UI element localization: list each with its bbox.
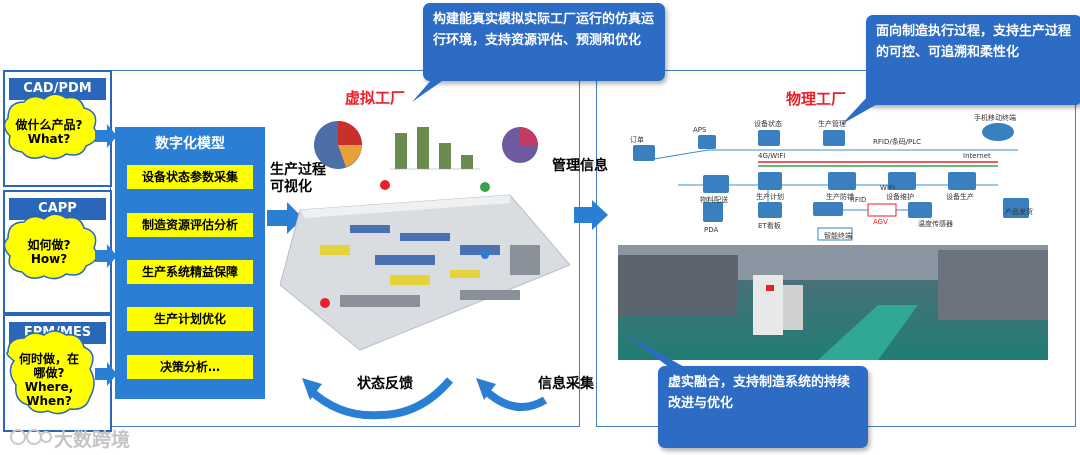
callout-top-center: 构建能真实模拟实际工厂运行的仿真运行环境，支持资源评估、预测和优化 bbox=[423, 3, 665, 81]
panel-title: 数字化模型 bbox=[155, 136, 225, 152]
flow-label: Internet bbox=[963, 152, 991, 160]
flow-label: 手机移动终端 bbox=[974, 113, 1016, 122]
model-item: 制造资源评估分析 bbox=[127, 213, 253, 237]
watermark-text: 大数跨境 bbox=[54, 429, 131, 451]
flow-label: 智能终端 bbox=[824, 231, 852, 240]
input-arrows bbox=[95, 124, 117, 386]
flow-label: 温度传感器 bbox=[918, 219, 953, 228]
flow-label: 设备状态 bbox=[754, 119, 782, 128]
label-management-info: 管理信息 bbox=[552, 158, 608, 174]
callout-top-center-tail bbox=[412, 70, 458, 102]
virtual-factory-image bbox=[280, 121, 570, 351]
flow-label: 设备生产 bbox=[946, 192, 974, 201]
flow-label: 生产管理 bbox=[818, 119, 846, 128]
bubble-where-when: 何时做，在 哪做? Where, When? bbox=[18, 352, 79, 408]
flow-label: 订单 bbox=[630, 135, 644, 144]
flow-label: 4G/WIFI bbox=[758, 152, 785, 160]
box-title: CAD/PDM bbox=[9, 78, 106, 100]
flow-label: PDA bbox=[704, 226, 718, 234]
label-status-feedback: 状态反馈 bbox=[357, 376, 413, 392]
callout-bottom-right: 虚实融合，支持制造系统的持续改进与优化 bbox=[658, 366, 868, 448]
label-visualization: 生产过程 可视化 bbox=[270, 162, 326, 195]
arrow-to-physical bbox=[574, 200, 608, 230]
model-item: 决策分析… bbox=[127, 355, 253, 379]
flow-label: APS bbox=[693, 126, 707, 134]
flow-label: RFID bbox=[850, 196, 866, 204]
box-title: CAPP bbox=[9, 198, 106, 220]
model-item: 生产系统精益保障 bbox=[127, 260, 253, 284]
flow-label: WIFI bbox=[880, 184, 895, 192]
callout-top-right: 面向制造执行过程，支持生产过程的可控、可追溯和柔性化 bbox=[866, 15, 1080, 105]
digital-model-panel: 数字化模型 设备状态参数采集 制造资源评估分析 生产系统精益保障 生产计划优化 … bbox=[115, 127, 265, 399]
physical-factory-photo bbox=[618, 245, 1048, 360]
physical-flow-diagram: 订单 APS 设备状态 生产管理 RFID/条码/PLC 手机移动终端 4G/W… bbox=[618, 110, 1048, 245]
virtual-factory-title: 虚拟工厂 bbox=[345, 89, 406, 107]
watermark-logo-icon bbox=[10, 429, 52, 445]
model-item: 生产计划优化 bbox=[127, 307, 253, 331]
physical-factory-title: 物理工厂 bbox=[786, 90, 847, 108]
flow-label: AGV bbox=[873, 218, 888, 226]
flow-label: RFID/条码/PLC bbox=[873, 137, 921, 146]
callout-bottom-right-tail bbox=[622, 332, 686, 368]
flow-label: 生产计划 bbox=[756, 192, 784, 201]
bubble-what: 做什么产品? What? bbox=[15, 118, 83, 146]
flow-label: 生产防错 bbox=[826, 192, 854, 201]
flow-label: 产品发货 bbox=[1005, 207, 1033, 216]
flow-label: 物料配送 bbox=[700, 195, 728, 204]
label-info-collection: 信息采集 bbox=[538, 376, 594, 392]
flow-label: 设备维护 bbox=[886, 192, 914, 201]
model-item: 设备状态参数采集 bbox=[127, 165, 253, 189]
bubble-how: 如何做? How? bbox=[27, 238, 71, 266]
feedback-arrows bbox=[302, 377, 548, 420]
flow-label: ET看板 bbox=[758, 221, 781, 230]
bubble-shapes bbox=[3, 93, 98, 415]
arrow-to-virtual bbox=[267, 202, 303, 234]
callout-top-right-tail bbox=[842, 94, 895, 124]
